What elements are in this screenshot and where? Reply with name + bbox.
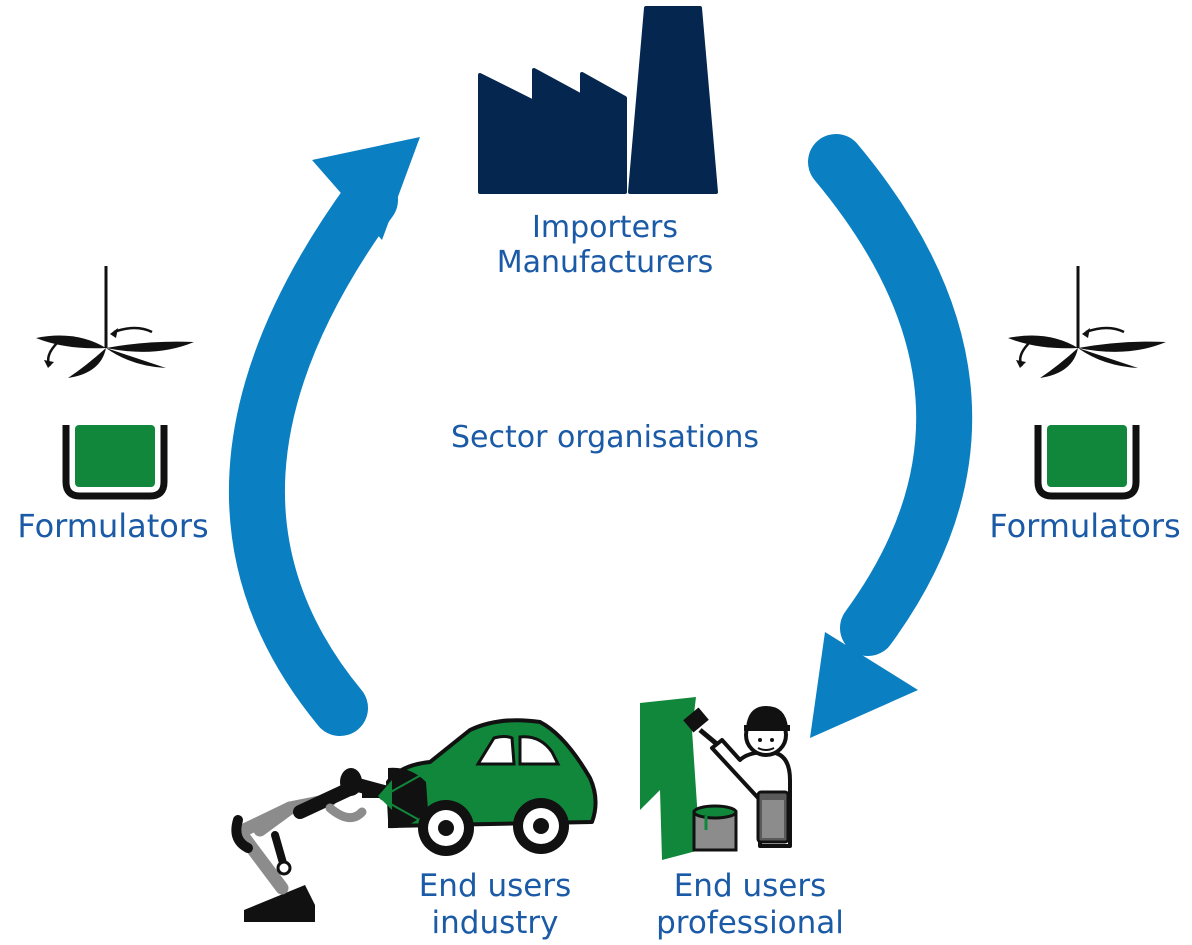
- factory-icon: [478, 6, 718, 194]
- sector-organisations-label: Sector organisations: [430, 420, 780, 455]
- formulators-right-text: Formulators: [989, 507, 1181, 545]
- formulators-right-label: Formulators: [980, 507, 1190, 546]
- container-icon: [1034, 425, 1140, 500]
- end-users-industry-label: End users industry: [400, 868, 590, 941]
- end-users-professional-label: End users professional: [640, 868, 860, 941]
- sector-organisations-text: Sector organisations: [450, 420, 760, 455]
- end-users-industry-line2: industry: [431, 904, 559, 941]
- end-users-professional-line2: professional: [656, 904, 844, 941]
- importers-manufacturers-label: Importers Manufacturers: [485, 210, 725, 281]
- mixer-icon: [1008, 266, 1166, 378]
- arrow-right: [808, 134, 973, 738]
- formulators-left-text: Formulators: [17, 507, 209, 545]
- importers-text: Importers: [532, 210, 678, 245]
- container-icon: [62, 425, 168, 500]
- painter-icon: [640, 697, 792, 860]
- end-users-professional-line1: End users: [673, 868, 827, 904]
- mixer-icon: [36, 266, 194, 378]
- arrow-left: [229, 137, 420, 736]
- robot-arm-icon: [231, 768, 391, 922]
- manufacturers-text: Manufacturers: [496, 245, 714, 281]
- paint-can-icon: [692, 804, 738, 852]
- formulators-left-label: Formulators: [8, 507, 218, 546]
- end-users-industry-line1: End users: [418, 868, 572, 904]
- car-icon: [378, 718, 598, 856]
